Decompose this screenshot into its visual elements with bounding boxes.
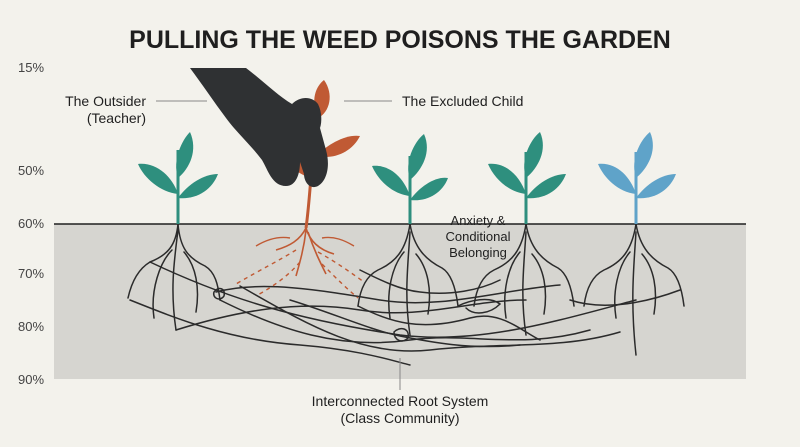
axis-tick-50: 50%: [18, 163, 44, 178]
axis-ticks: 15% 50% 60% 70% 80% 90%: [18, 60, 44, 387]
axis-tick-15: 15%: [18, 60, 44, 75]
axis-tick-60: 60%: [18, 216, 44, 231]
label-roots-line2: (Class Community): [340, 410, 459, 426]
label-anxiety-line2: Conditional: [445, 229, 510, 244]
plant-5: [598, 132, 676, 224]
label-outsider-line2: (Teacher): [87, 110, 146, 126]
root-network: [127, 223, 685, 366]
axis-tick-80: 80%: [18, 319, 44, 334]
label-anxiety-line3: Belonging: [449, 245, 507, 260]
diagram-title: PULLING THE WEED POISONS THE GARDEN: [129, 26, 671, 54]
callout-lines: [156, 100, 401, 390]
axis-tick-90: 90%: [18, 372, 44, 387]
axis-tick-70: 70%: [18, 266, 44, 281]
plant-4: [488, 132, 566, 224]
plant-3: [372, 134, 448, 224]
plant-1: [138, 132, 218, 224]
label-outsider-line1: The Outsider: [65, 93, 146, 109]
hand-icon: [190, 68, 328, 188]
label-excluded-child: The Excluded Child: [402, 93, 523, 109]
label-anxiety-line1: Anxiety &: [451, 213, 506, 228]
label-roots-line1: Interconnected Root System: [312, 393, 489, 409]
